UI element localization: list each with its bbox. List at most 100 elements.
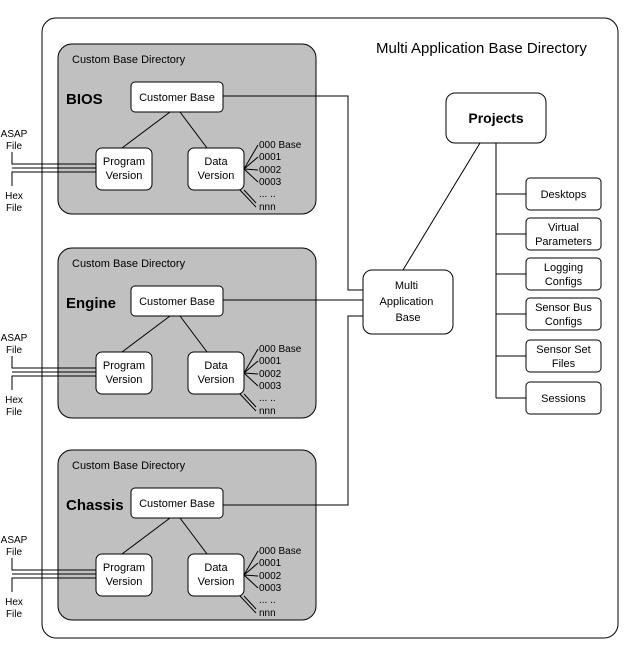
version-label: 000 Base: [259, 140, 302, 151]
version-label: nnn: [259, 608, 276, 619]
project-item-box: [525, 217, 602, 251]
project-item-label: Logging: [544, 262, 583, 274]
panel-background: [57, 247, 317, 419]
program-version-label: Program: [103, 562, 145, 574]
asap-file-label: File: [6, 345, 23, 356]
bios-to-multi-base-connector: [223, 95, 363, 291]
data-version-label: Version: [198, 170, 235, 182]
version-label: 000 Base: [259, 546, 302, 557]
tree-line: [179, 315, 208, 353]
project-item-label: Desktops: [541, 189, 587, 201]
program-version-label: Version: [106, 374, 143, 386]
version-label: 0003: [259, 583, 282, 594]
project-item-box: [525, 339, 602, 373]
panel-background: [57, 449, 317, 621]
hex-file-label: Hex: [5, 191, 23, 202]
program-version-label: Program: [103, 156, 145, 168]
project-item-label: Files: [552, 358, 576, 370]
data-version-label: Data: [204, 360, 228, 372]
tree-line: [121, 315, 171, 353]
version-branch-line: [243, 550, 259, 576]
hex-file-connector: [11, 577, 96, 592]
version-branch-line: [243, 595, 257, 610]
version-branch-line: [243, 562, 259, 576]
project-item-label: Virtual: [548, 222, 579, 234]
asap-file-label: ASAP: [1, 333, 28, 344]
project-item-box: [525, 381, 602, 415]
version-label: 0003: [259, 177, 282, 188]
tree-line: [179, 517, 208, 555]
project-item-label: Parameters: [535, 236, 592, 248]
program-version-label: Program: [103, 360, 145, 372]
version-label: 0002: [259, 369, 282, 380]
panel-header: Custom Base Directory: [72, 460, 186, 472]
tree-line: [121, 517, 171, 555]
data-version-label: Data: [204, 156, 228, 168]
project-item-sessions: Sessions: [496, 381, 602, 415]
version-label: 0001: [259, 558, 282, 569]
asap-file-connector: [11, 356, 96, 369]
multi-application-base-box: [362, 269, 454, 335]
hex-file-label: Hex: [5, 597, 23, 608]
panel-header: Custom Base Directory: [72, 54, 186, 66]
version-label: ... ..: [259, 393, 276, 404]
data-version-box: [187, 147, 245, 191]
hex-file-label: File: [6, 609, 23, 620]
panel-name: Engine: [66, 295, 116, 312]
version-label: 000 Base: [259, 344, 302, 355]
projects-node: Projects: [445, 92, 547, 144]
version-label: 0002: [259, 571, 282, 582]
data-version-label: Version: [198, 576, 235, 588]
asap-file-label: ASAP: [1, 129, 28, 140]
hex-file-label: File: [6, 407, 23, 418]
customer-base-box: [130, 285, 224, 317]
version-branch-line: [243, 189, 257, 204]
project-item-desktops: Desktops: [496, 177, 602, 211]
version-branch-line: [243, 168, 259, 171]
version-label: 0003: [259, 381, 282, 392]
version-label: 0001: [259, 152, 282, 163]
version-branch-line: [243, 168, 259, 183]
hex-file-connector: [11, 171, 96, 186]
version-label: ... ..: [259, 595, 276, 606]
version-label: ... ..: [259, 189, 276, 200]
asap-file-label: ASAP: [1, 535, 28, 546]
chassis-to-multi-base-connector: [223, 315, 363, 506]
customer-base-box: [130, 487, 224, 519]
multi-application-base-label: Multi Application Base: [380, 280, 437, 324]
project-item-label: Sensor Bus: [535, 302, 592, 314]
project-item-label: Configs: [545, 316, 583, 328]
version-branch-line: [243, 348, 259, 374]
project-items-group: DesktopsVirtualParametersLoggingConfigsS…: [496, 177, 602, 415]
hex-file-connector: [11, 375, 96, 390]
version-branch-line: [243, 393, 257, 408]
panel-header: Custom Base Directory: [72, 258, 186, 270]
program-version-box: [95, 553, 153, 597]
asap-file-label: File: [6, 547, 23, 558]
customer-base-label: Customer Base: [139, 92, 215, 104]
version-branch-line: [243, 156, 259, 170]
version-label: 0001: [259, 356, 282, 367]
version-branch-line: [243, 360, 259, 374]
panel-name: Chassis: [66, 497, 124, 514]
version-branch-line: [239, 393, 257, 412]
data-version-label: Version: [198, 374, 235, 386]
data-version-label: Data: [204, 562, 228, 574]
project-item-box: [525, 177, 602, 211]
projects-title: Projects: [468, 110, 523, 126]
project-item-box: [525, 257, 602, 291]
version-label: nnn: [259, 202, 276, 213]
program-version-box: [95, 351, 153, 395]
version-branch-line: [243, 372, 259, 387]
data-version-box: [187, 351, 245, 395]
customer-base-label: Customer Base: [139, 296, 215, 308]
project-item-label: Sensor Set: [536, 344, 590, 356]
program-version-box: [95, 147, 153, 191]
